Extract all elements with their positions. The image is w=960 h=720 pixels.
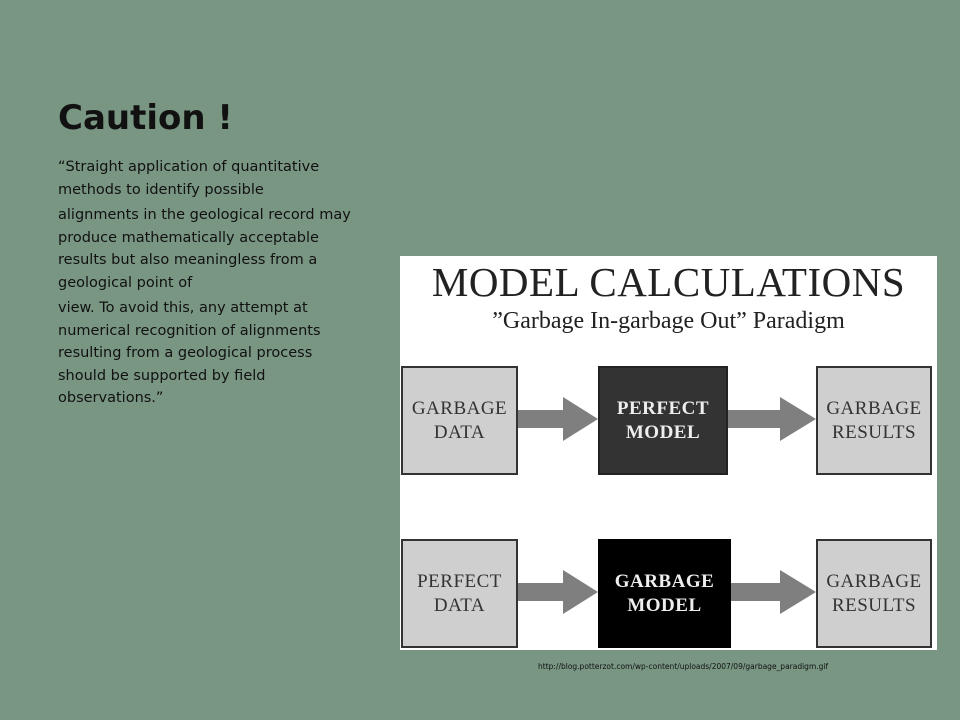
garbage-results-label-2: GARBAGE RESULTS: [826, 570, 922, 616]
figure-subtitle: ”Garbage In-garbage Out” Paradigm: [492, 308, 845, 334]
arrow-right-icon: [518, 570, 598, 614]
figure-title: MODEL CALCULATIONS: [431, 259, 906, 305]
perfect-data-label: PERFECT DATA: [417, 570, 502, 616]
arrow-right-icon: [731, 570, 816, 614]
garbage-results-box-1: GARBAGE RESULTS: [816, 366, 932, 475]
model-calculations-figure: MODEL CALCULATIONS ”Garbage In-garbage O…: [400, 256, 937, 650]
source-url: http://blog.potterzot.com/wp-content/upl…: [538, 662, 829, 671]
perfect-model-label: PERFECT MODEL: [616, 397, 710, 443]
slide-title: Caution !: [58, 98, 233, 138]
quote-text: “Straight application of quantitative me…: [58, 156, 358, 410]
quote-paragraph-2: alignments in the geological record may …: [58, 207, 351, 291]
perfect-data-box: PERFECT DATA: [401, 539, 518, 648]
garbage-data-box: GARBAGE DATA: [401, 366, 518, 475]
garbage-model-label: GARBAGE MODEL: [614, 570, 715, 616]
arrow-right-icon: [518, 397, 598, 441]
garbage-model-box: GARBAGE MODEL: [598, 539, 731, 648]
perfect-model-box: PERFECT MODEL: [598, 366, 728, 475]
quote-paragraph-1: “Straight application of quantitative me…: [58, 159, 320, 198]
quote-paragraph-3: view. To avoid this, any attempt at nume…: [58, 300, 321, 406]
arrow-right-icon: [728, 397, 816, 441]
garbage-results-label-1: GARBAGE RESULTS: [826, 397, 922, 443]
garbage-results-box-2: GARBAGE RESULTS: [816, 539, 932, 648]
garbage-data-label: GARBAGE DATA: [411, 397, 508, 443]
